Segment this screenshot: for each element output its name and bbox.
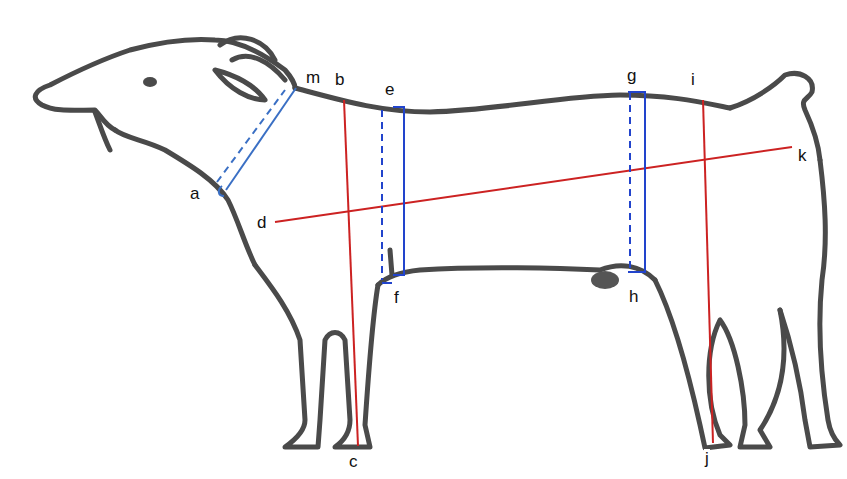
measure-lines [217, 88, 792, 446]
height-withers [344, 100, 358, 446]
point-letter: i [690, 70, 696, 89]
point-letter: j [704, 449, 710, 468]
neck-line [226, 88, 296, 190]
point-letter: e [384, 80, 395, 99]
goat-eye [143, 77, 157, 87]
point-letter: a [189, 184, 200, 203]
chest-bracket [393, 107, 404, 275]
point-letter: k [797, 146, 808, 165]
point-letter: c [348, 452, 359, 471]
point-letter: g [626, 66, 637, 85]
point-letter: b [334, 70, 345, 89]
goat-outline [35, 38, 840, 448]
point-letter: d [256, 213, 267, 232]
body-length [275, 147, 792, 222]
point-letter: h [628, 287, 639, 306]
neck-arc [219, 186, 224, 196]
point-letter: m [305, 68, 321, 87]
neck-dashed [217, 90, 285, 182]
belly-dashed [629, 93, 631, 272]
chest-tick [382, 282, 392, 284]
goat-udder [591, 271, 619, 289]
height-rump [703, 100, 713, 443]
chest-dashed [381, 110, 383, 280]
belly-bracket [628, 92, 645, 272]
point-letter: f [393, 288, 400, 307]
